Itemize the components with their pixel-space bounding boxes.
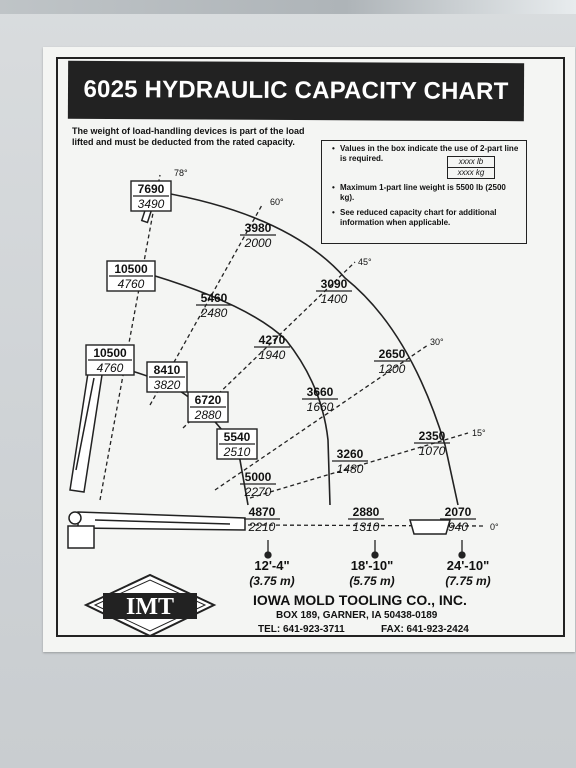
capacity-kg: 3490 (138, 197, 165, 211)
reach-feet: 12'-4" (254, 558, 289, 573)
capacity-lb: 10500 (114, 262, 148, 276)
deduction-note: The weight of load-handling devices is p… (72, 126, 305, 147)
capacity-kg: 1310 (353, 520, 380, 534)
info-item-two-part: Values in the box indicate the use of 2-… (332, 144, 522, 164)
reach-meters: (3.75 m) (249, 574, 294, 588)
capacity-kg: 1660 (307, 400, 334, 414)
line-78 (99, 174, 161, 501)
angle-labels: 78° 60° 45° 30° 15° 0° (174, 168, 499, 532)
capacity-lb: 2350 (419, 429, 446, 443)
capacity-lb: 7690 (138, 182, 165, 196)
info-item-max-weight: Maximum 1-part line weight is 5500 lb (2… (332, 183, 522, 203)
company-name: IOWA MOLD TOOLING CO., INC. (253, 592, 467, 608)
legend-lb: xxxx lb (448, 157, 494, 168)
info-box: Values in the box indicate the use of 2-… (321, 140, 527, 244)
reach-labels: 12'-4"(3.75 m) 18'-10"(5.75 m) 24'-10"(7.7… (249, 558, 490, 588)
reach-meters: (5.75 m) (349, 574, 394, 588)
hooks (264, 540, 466, 559)
capacity-lb: 8410 (154, 363, 181, 377)
capacity-kg: 2480 (200, 306, 228, 320)
angle-label: 60° (270, 197, 284, 207)
logo-text: IMT (126, 594, 174, 620)
capacity-lb: 5540 (224, 430, 251, 444)
company-address: BOX 189, GARNER, IA 50438-0189 (276, 610, 438, 621)
angle-label: 45° (358, 257, 372, 267)
angle-label: 0° (490, 522, 499, 532)
capacity-kg: 1480 (337, 462, 364, 476)
capacity-lb: 10500 (93, 346, 127, 360)
capacity-kg: 1200 (379, 362, 406, 376)
capacity-kg: 2510 (223, 445, 251, 459)
legend-kg: xxxx kg (457, 168, 485, 177)
reach-meters: (7.75 m) (445, 574, 490, 588)
plate-border (56, 57, 565, 637)
reach-feet: 24'-10" (447, 558, 490, 573)
angle-label: 78° (174, 168, 188, 178)
middle-arc (151, 274, 331, 506)
capacity-lb: 5460 (201, 291, 228, 305)
capacity-kg: 1940 (259, 348, 286, 362)
line-30 (214, 344, 429, 491)
capacity-lb: 3980 (245, 221, 272, 235)
capacity-lb: 2650 (379, 347, 406, 361)
imt-logo: IMT (83, 573, 217, 638)
capacity-kg: 4760 (118, 277, 145, 291)
info-item-reduced-chart: See reduced capacity chart for additiona… (332, 208, 522, 228)
capacity-kg: 2000 (244, 236, 272, 250)
capacity-lb: 4870 (249, 505, 276, 519)
capacity-lb: 3090 (321, 277, 348, 291)
capacity-lb: 2070 (445, 505, 472, 519)
outer-arc (159, 191, 459, 506)
angle-label: 30° (430, 337, 444, 347)
capacity-kg: 1400 (321, 292, 348, 306)
capacity-kg: 2880 (194, 408, 222, 422)
legend-sample-box: xxxx lb xxxx kg (447, 156, 495, 179)
capacity-lb: 5000 (245, 470, 272, 484)
capacity-kg: 940 (448, 520, 468, 534)
line-15 (249, 432, 469, 499)
radial-lines (99, 174, 486, 527)
capacity-kg: 1070 (419, 444, 446, 458)
reach-feet: 18'-10" (351, 558, 394, 573)
capacity-lb: 4270 (259, 333, 286, 347)
background-strip (0, 0, 576, 14)
company-phone: TEL: 641-923-3711 (258, 624, 345, 635)
angle-label: 15° (472, 428, 486, 438)
capacity-lb: 2880 (353, 505, 380, 519)
capacity-lb: 6720 (195, 393, 222, 407)
capacity-kg: 2210 (248, 520, 276, 534)
capacity-kg: 2270 (244, 485, 272, 499)
line-45 (182, 261, 356, 429)
capacity-lb: 3260 (337, 447, 364, 461)
capacity-kg: 4760 (97, 361, 124, 375)
capacity-kg: 3820 (154, 378, 181, 392)
capacity-lb: 3660 (307, 385, 334, 399)
company-fax: FAX: 641-923-2424 (381, 624, 469, 635)
crane-boom-horizontal (67, 511, 451, 549)
capacity-labels: 7690349039802000105004760546024803090140… (85, 180, 476, 534)
